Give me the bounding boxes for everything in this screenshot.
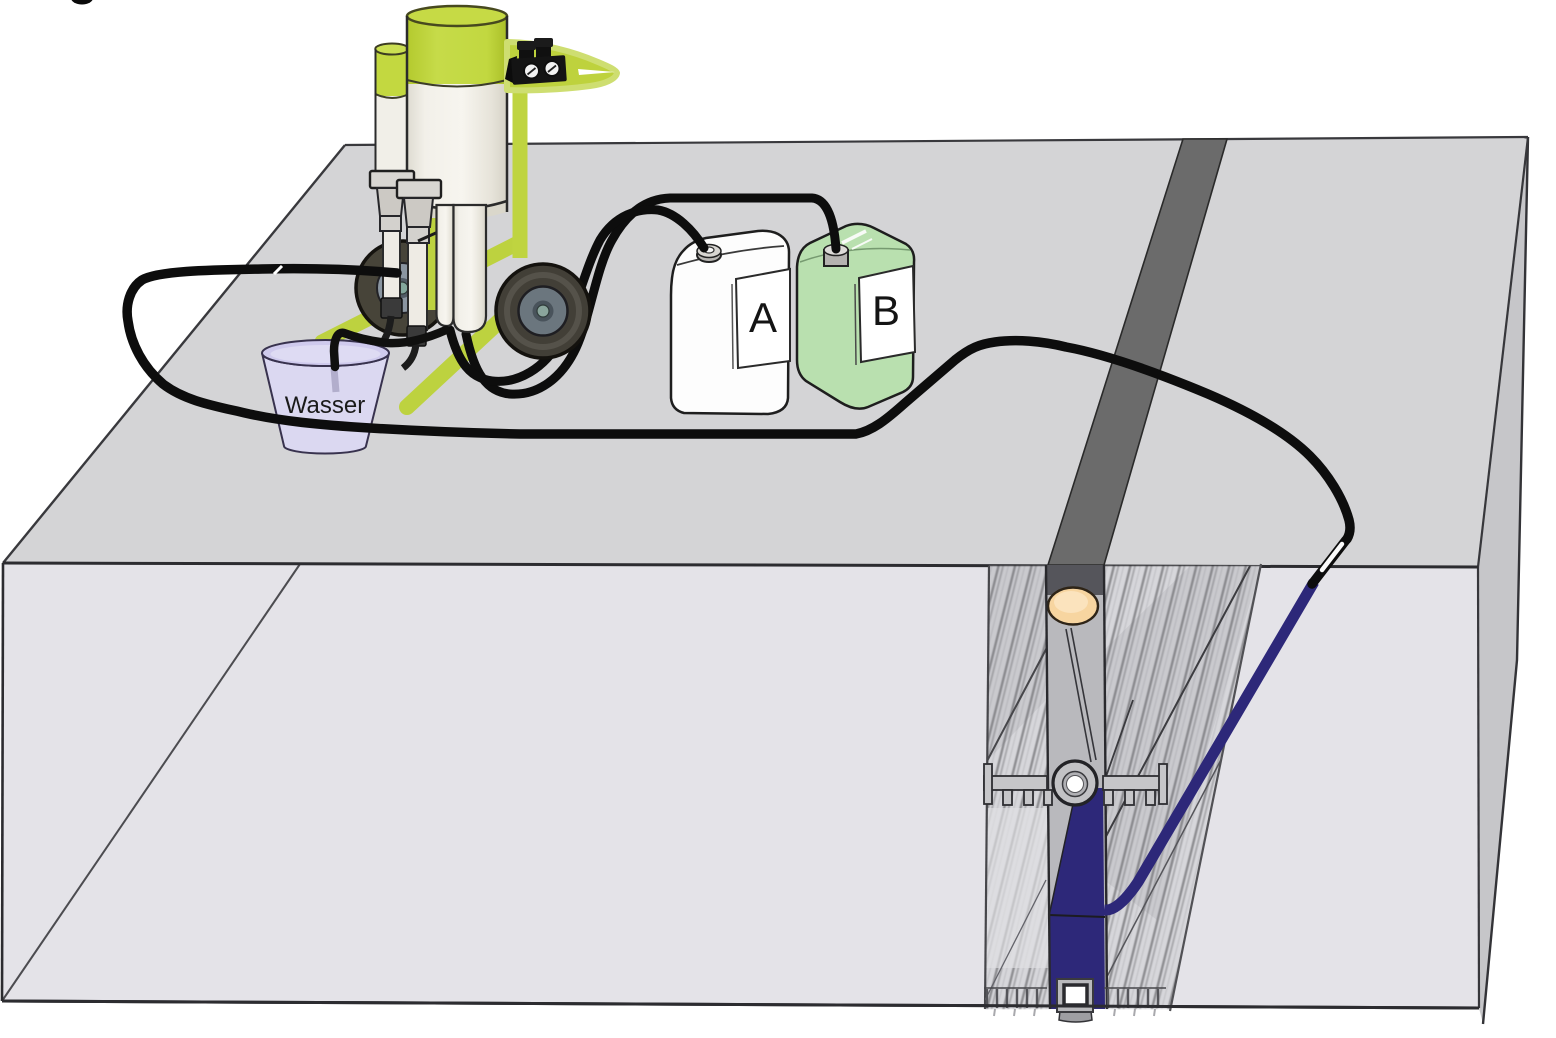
svg-text:B: B <box>872 287 900 334</box>
svg-text:Wasser: Wasser <box>285 392 365 419</box>
svg-text:A: A <box>749 294 777 341</box>
